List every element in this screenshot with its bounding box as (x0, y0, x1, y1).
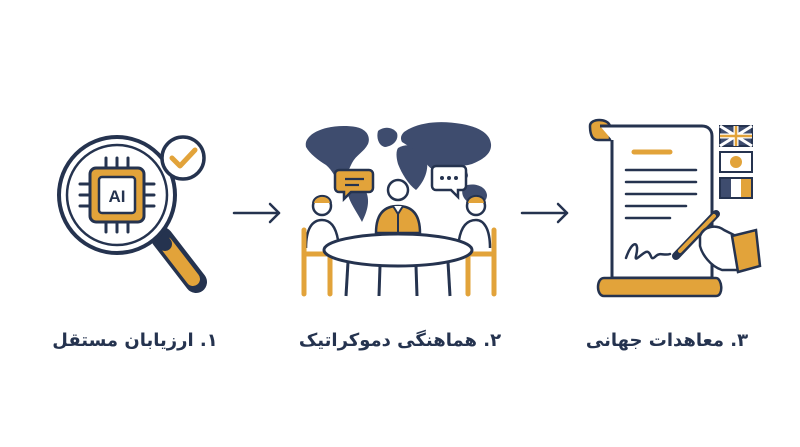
flag-uk-icon (719, 124, 753, 148)
step-1-label: ۱. ارزیابان مستقل (52, 330, 218, 351)
flag-tricolor-icon (719, 177, 753, 199)
ai-chip-magnifier-check-icon: AI (57, 135, 207, 293)
round-table (322, 232, 474, 297)
chat-bubble-icon (430, 164, 468, 201)
step-3-label: ۳. معاهدات جهانی (585, 330, 749, 351)
person-center (374, 178, 422, 235)
treaty-scroll-signing-icon (588, 118, 762, 298)
world-map-meeting-icon (301, 122, 497, 297)
arrow-right-icon (232, 202, 281, 224)
ai-chip-label: AI (109, 187, 126, 206)
arrow-right-icon (520, 202, 569, 224)
flag-circle-icon (719, 151, 753, 173)
hand-pen-icon (672, 210, 762, 274)
step-2-label: ۲. هماهنگی دموکراتیک (298, 330, 502, 351)
speech-bubble-icon (333, 168, 375, 203)
